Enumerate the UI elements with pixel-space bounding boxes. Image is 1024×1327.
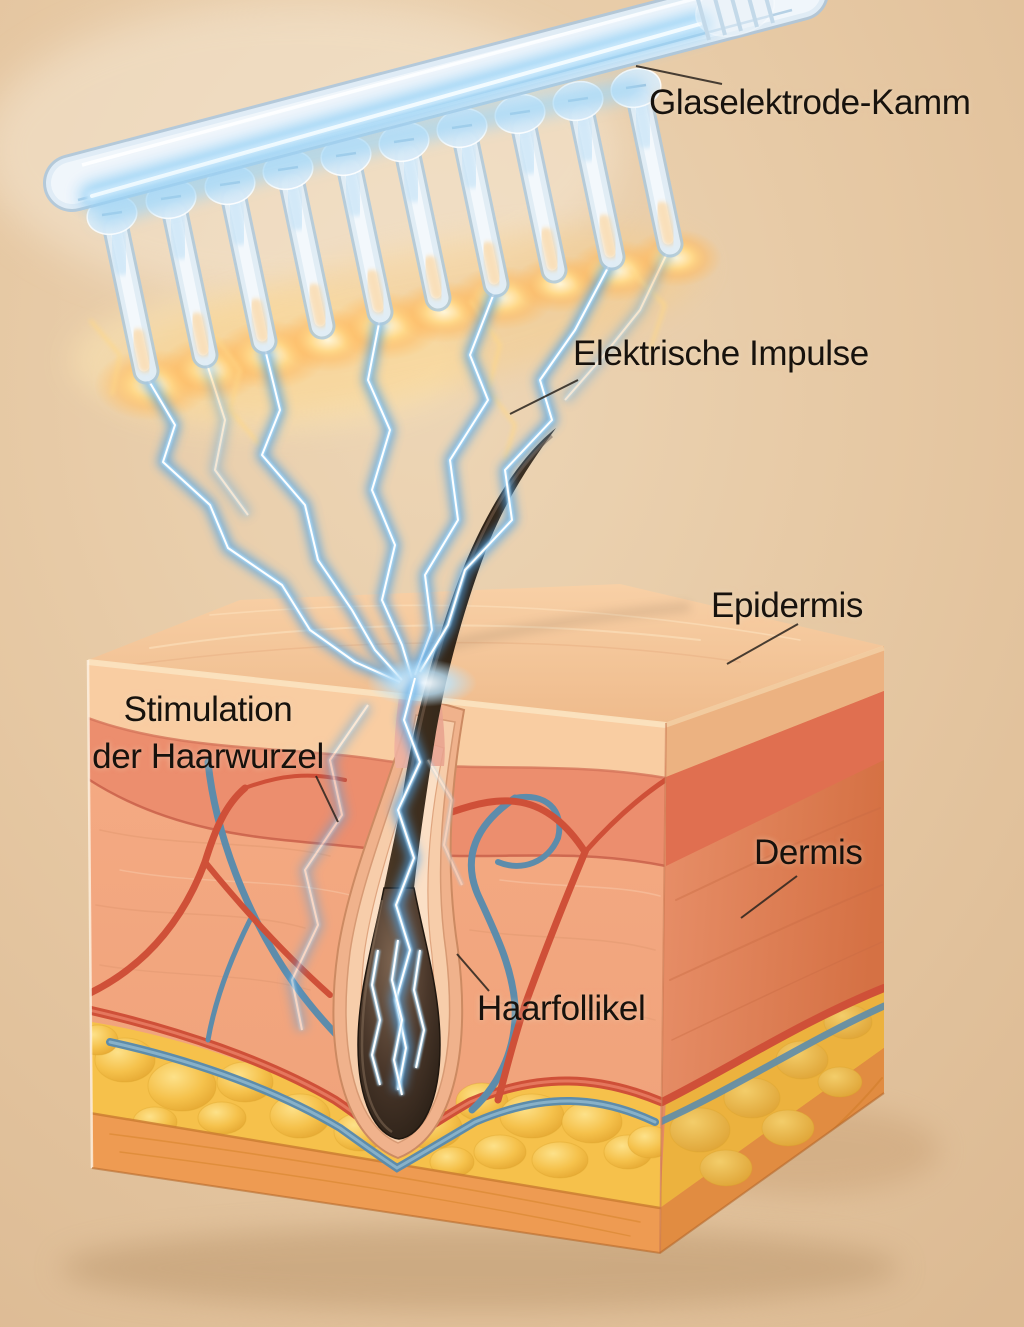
artery-subcutis-side	[660, 984, 884, 1106]
artery-dermis-left	[88, 784, 249, 999]
label-stimulation-der-haarwurzel: Stimulation der Haarwurzel	[60, 686, 356, 780]
fat-bubble	[197, 1101, 247, 1135]
fat-bubble	[269, 1093, 331, 1139]
fat-bubble	[669, 1107, 731, 1153]
orange-spark	[628, 268, 667, 351]
lightning-bolt	[409, 286, 502, 677]
bulb-sparks	[369, 939, 427, 1096]
label-dermis: Dermis	[754, 833, 863, 872]
label-stimulation-line1: Stimulation	[123, 690, 293, 729]
lightning-bolt	[560, 244, 675, 404]
leader-lines	[315, 65, 799, 992]
papillary-band-edge	[88, 716, 666, 780]
fat-bubble	[699, 1149, 753, 1187]
lightning-tendril-dermis	[426, 758, 465, 886]
lightning-tendril-dermis	[286, 701, 373, 1032]
fat-bubble	[817, 1066, 863, 1098]
lightning-bolt	[362, 316, 418, 680]
base-band	[90, 1113, 660, 1253]
fat-bubble	[531, 1141, 589, 1179]
skin-block	[86, 584, 885, 1255]
orange-spark	[88, 319, 122, 396]
comb-connector	[695, 0, 775, 41]
leader-line-stimulation	[315, 775, 339, 823]
leader-line-dermis	[740, 875, 798, 919]
papillary-band-side	[666, 691, 884, 866]
lightning-bolt	[256, 343, 407, 684]
skin-top-face	[87, 584, 885, 728]
base-band-edge	[88, 1111, 662, 1210]
orange-spark	[208, 329, 262, 446]
leader-line-follicle	[456, 953, 490, 992]
skin-entry-glow	[367, 659, 477, 707]
leader-line-epidermis	[726, 623, 799, 665]
vein-subcutis-side	[660, 1002, 884, 1126]
artery-dermis-right	[448, 797, 589, 1104]
hair-shaft	[384, 428, 556, 888]
label-glaselektrode-kamm: Glaselektrode-Kamm	[649, 83, 971, 122]
handle-highlight	[81, 0, 698, 167]
epidermis-layer-side	[666, 646, 884, 777]
epidermis-layer	[88, 660, 666, 778]
fat-bubble	[761, 1109, 815, 1147]
electric-impulses	[141, 244, 675, 1096]
artery-dermis-left-branch	[202, 859, 333, 998]
fat-bubble	[473, 1134, 527, 1170]
label-epidermis: Epidermis	[711, 586, 864, 625]
glass-electrode-comb	[43, 0, 828, 385]
vein-dermis-right-loop	[495, 793, 563, 869]
bulb-rim-highlight	[360, 899, 393, 1134]
lightning-bolt	[199, 356, 253, 519]
lightning-bolt	[141, 373, 403, 688]
artery-dermis-right-branch	[582, 769, 666, 855]
comb-tooth	[378, 121, 452, 312]
base-band-texture	[109, 1133, 641, 1237]
top-edge-highlight	[665, 645, 885, 728]
block-bottom-edge	[91, 1092, 885, 1255]
base-band-side	[660, 1048, 884, 1253]
label-elektrische-impulse: Elektrische Impulse	[573, 334, 869, 373]
label-haarfollikel: Haarfollikel	[477, 989, 646, 1028]
comb-spine-glow	[80, 12, 712, 225]
skin-right-face	[660, 646, 884, 1253]
lightning-bolt	[415, 257, 617, 675]
block-left-rim	[86, 659, 94, 1169]
vein-dermis-left-branch	[205, 917, 253, 1043]
label-stimulation-line2: der Haarwurzel	[92, 737, 324, 776]
block-shadow	[60, 1226, 900, 1310]
leader-line-impulses	[509, 379, 579, 415]
vein-subcutis-highlight	[108, 1040, 657, 1170]
hair-shadow-top	[434, 602, 691, 653]
block-corner-edge	[659, 722, 667, 1254]
papillary-band	[88, 718, 666, 866]
leader-line-comb	[635, 65, 723, 85]
